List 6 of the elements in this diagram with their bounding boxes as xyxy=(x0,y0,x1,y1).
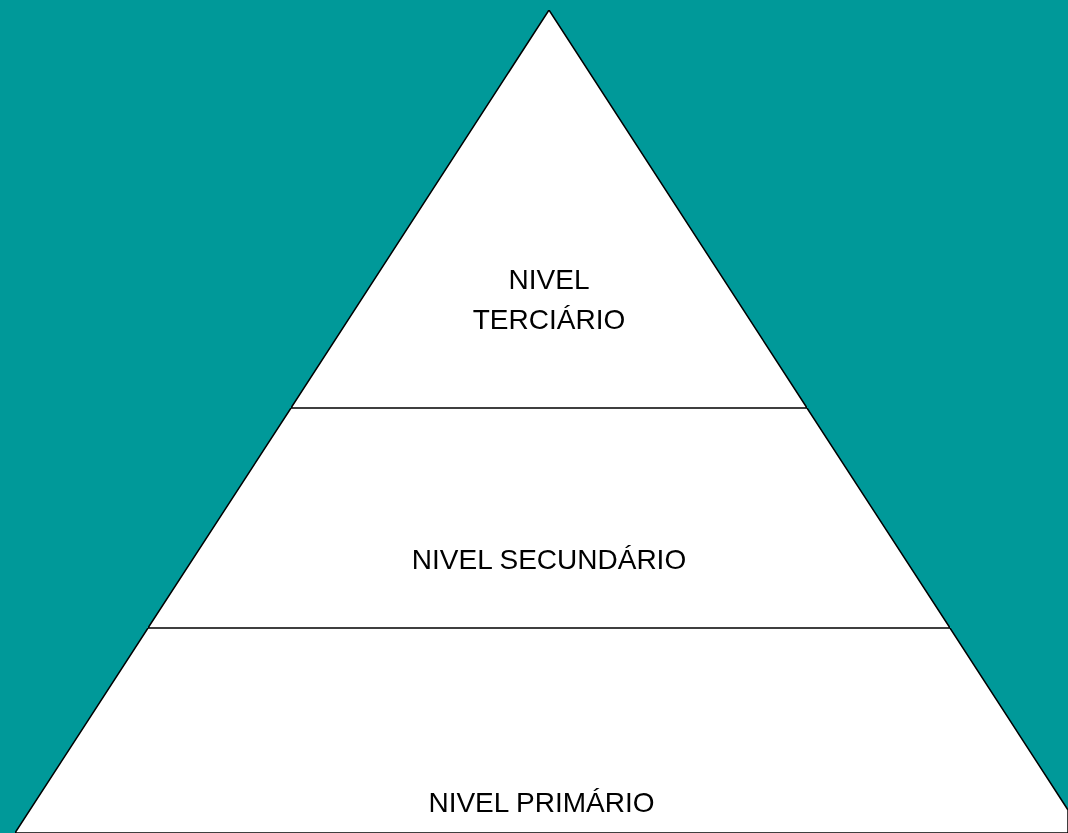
level-label: NIVEL SECUNDÁRIO xyxy=(410,543,688,577)
pyramid-level xyxy=(148,408,950,628)
pyramid-level xyxy=(15,628,1068,833)
level-label: NIVEL PRIMÁRIO xyxy=(427,786,656,820)
pyramid-level xyxy=(291,10,807,408)
level-label: NIVEL TERCIÁRIO xyxy=(471,263,627,337)
